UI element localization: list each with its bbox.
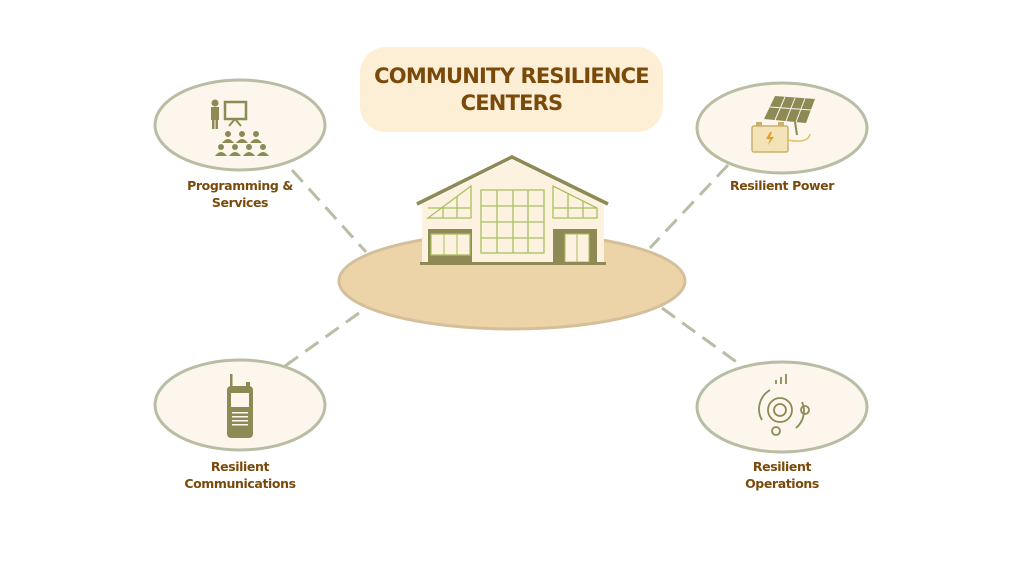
presentation-audience-icon: [211, 99, 269, 156]
label-operations: Resilient Operations: [682, 458, 882, 492]
solar-panel-battery-icon: [751, 96, 815, 153]
label-programming-line-2: Services: [211, 195, 269, 210]
walkie-talkie-icon: [227, 374, 253, 438]
title-line-1: COMMUNITY RESILIENCE: [374, 63, 649, 88]
label-communications-line-2: Communications: [184, 476, 296, 491]
label-operations-line-1: Resilient: [752, 459, 812, 474]
connector-communications: [284, 306, 367, 368]
title-line-2: CENTERS: [460, 90, 564, 115]
connector-power: [648, 163, 730, 250]
label-programming-line-1: Programming &: [187, 178, 293, 193]
label-power: Resilient Power: [682, 177, 882, 194]
title-box: COMMUNITY RESILIENCE CENTERS: [360, 47, 663, 132]
label-communications-line-1: Resilient: [210, 459, 270, 474]
label-communications: Resilient Communications: [140, 458, 340, 492]
label-power-line-1: Resilient Power: [729, 178, 835, 193]
label-operations-line-2: Operations: [745, 476, 819, 491]
building-icon: [416, 155, 609, 265]
label-programming: Programming & Services: [140, 177, 340, 211]
node-operations-ellipse: [695, 360, 869, 454]
connector-programming: [290, 168, 368, 254]
connector-operations: [661, 306, 743, 368]
gear-cycle-operations-icon: [758, 374, 810, 436]
